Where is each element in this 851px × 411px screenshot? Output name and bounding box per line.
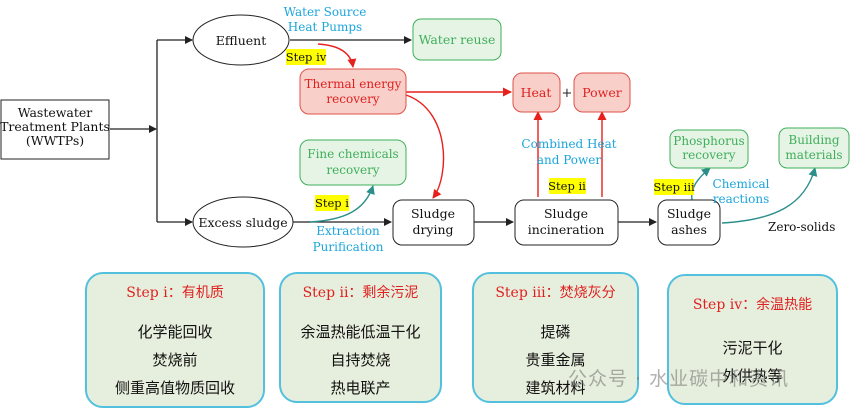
card-title: Step ii：剩余污泥 — [302, 285, 419, 301]
card-line: 建筑材料 — [525, 379, 586, 397]
step-iii-tag: Step iii — [653, 179, 695, 195]
step-ii-tag: Step ii — [548, 178, 586, 194]
water-reuse-node: Water reuse — [412, 18, 502, 61]
step-iii-card: Step iii：焚烧灰分 提磷 贵重金属 建筑材料 — [472, 272, 639, 403]
step-iv-card: Step iv：余温热能 污泥干化 外供热等 — [667, 274, 838, 405]
card-line: 外供热等 — [722, 367, 783, 385]
teal-connectors — [309, 167, 818, 224]
heat-node: Heat — [512, 72, 561, 113]
card-line: 侧重高值物质回收 — [114, 379, 235, 397]
power-node: Power — [573, 72, 631, 113]
heat-label: Heat — [521, 85, 552, 100]
step-i-tag: Step i — [315, 195, 349, 211]
card-title: Step iii：焚烧灰分 — [495, 285, 616, 301]
card-title: Step i：有机质 — [126, 285, 224, 301]
watermark: 公众号 · 水业碳中和资讯 — [568, 368, 790, 390]
water-reuse-label: Water reuse — [419, 32, 496, 47]
red-connectors — [317, 43, 607, 199]
svg-text:Step i: Step i — [315, 196, 349, 210]
effluent-label: Effluent — [216, 33, 267, 48]
card-line: 焚烧前 — [152, 351, 198, 369]
card-line: 化学能回收 — [137, 323, 213, 341]
card-line: 自持焚烧 — [330, 351, 391, 369]
zero-solids-label: Zero-solids — [768, 220, 835, 234]
effluent-node: Effluent — [192, 14, 290, 66]
power-label: Power — [582, 85, 622, 100]
card-line: 热电联产 — [330, 379, 391, 397]
excess-sludge-node: Excess sludge — [192, 196, 294, 248]
svg-text:Step ii: Step ii — [548, 179, 586, 193]
black-connectors — [110, 36, 657, 226]
card-line: 贵重金属 — [525, 351, 586, 369]
card-line: 余温热能低温干化 — [300, 323, 421, 341]
svg-text:Step iv: Step iv — [286, 50, 327, 64]
plus-sign: + — [562, 86, 573, 101]
card-title: Step iv：余温热能 — [692, 297, 813, 313]
step-iv-tag: Step iv — [286, 49, 327, 65]
svg-text:Step iii: Step iii — [653, 180, 695, 194]
card-line: 污泥干化 — [722, 339, 783, 357]
step-i-card: Step i：有机质 化学能回收 焚烧前 侧重高值物质回收 — [85, 272, 265, 408]
step-ii-card: Step ii：剩余污泥 余温热能低温干化 自持焚烧 热电联产 — [279, 272, 442, 403]
excess-sludge-label: Excess sludge — [198, 215, 287, 230]
card-line: 提磷 — [540, 323, 571, 341]
